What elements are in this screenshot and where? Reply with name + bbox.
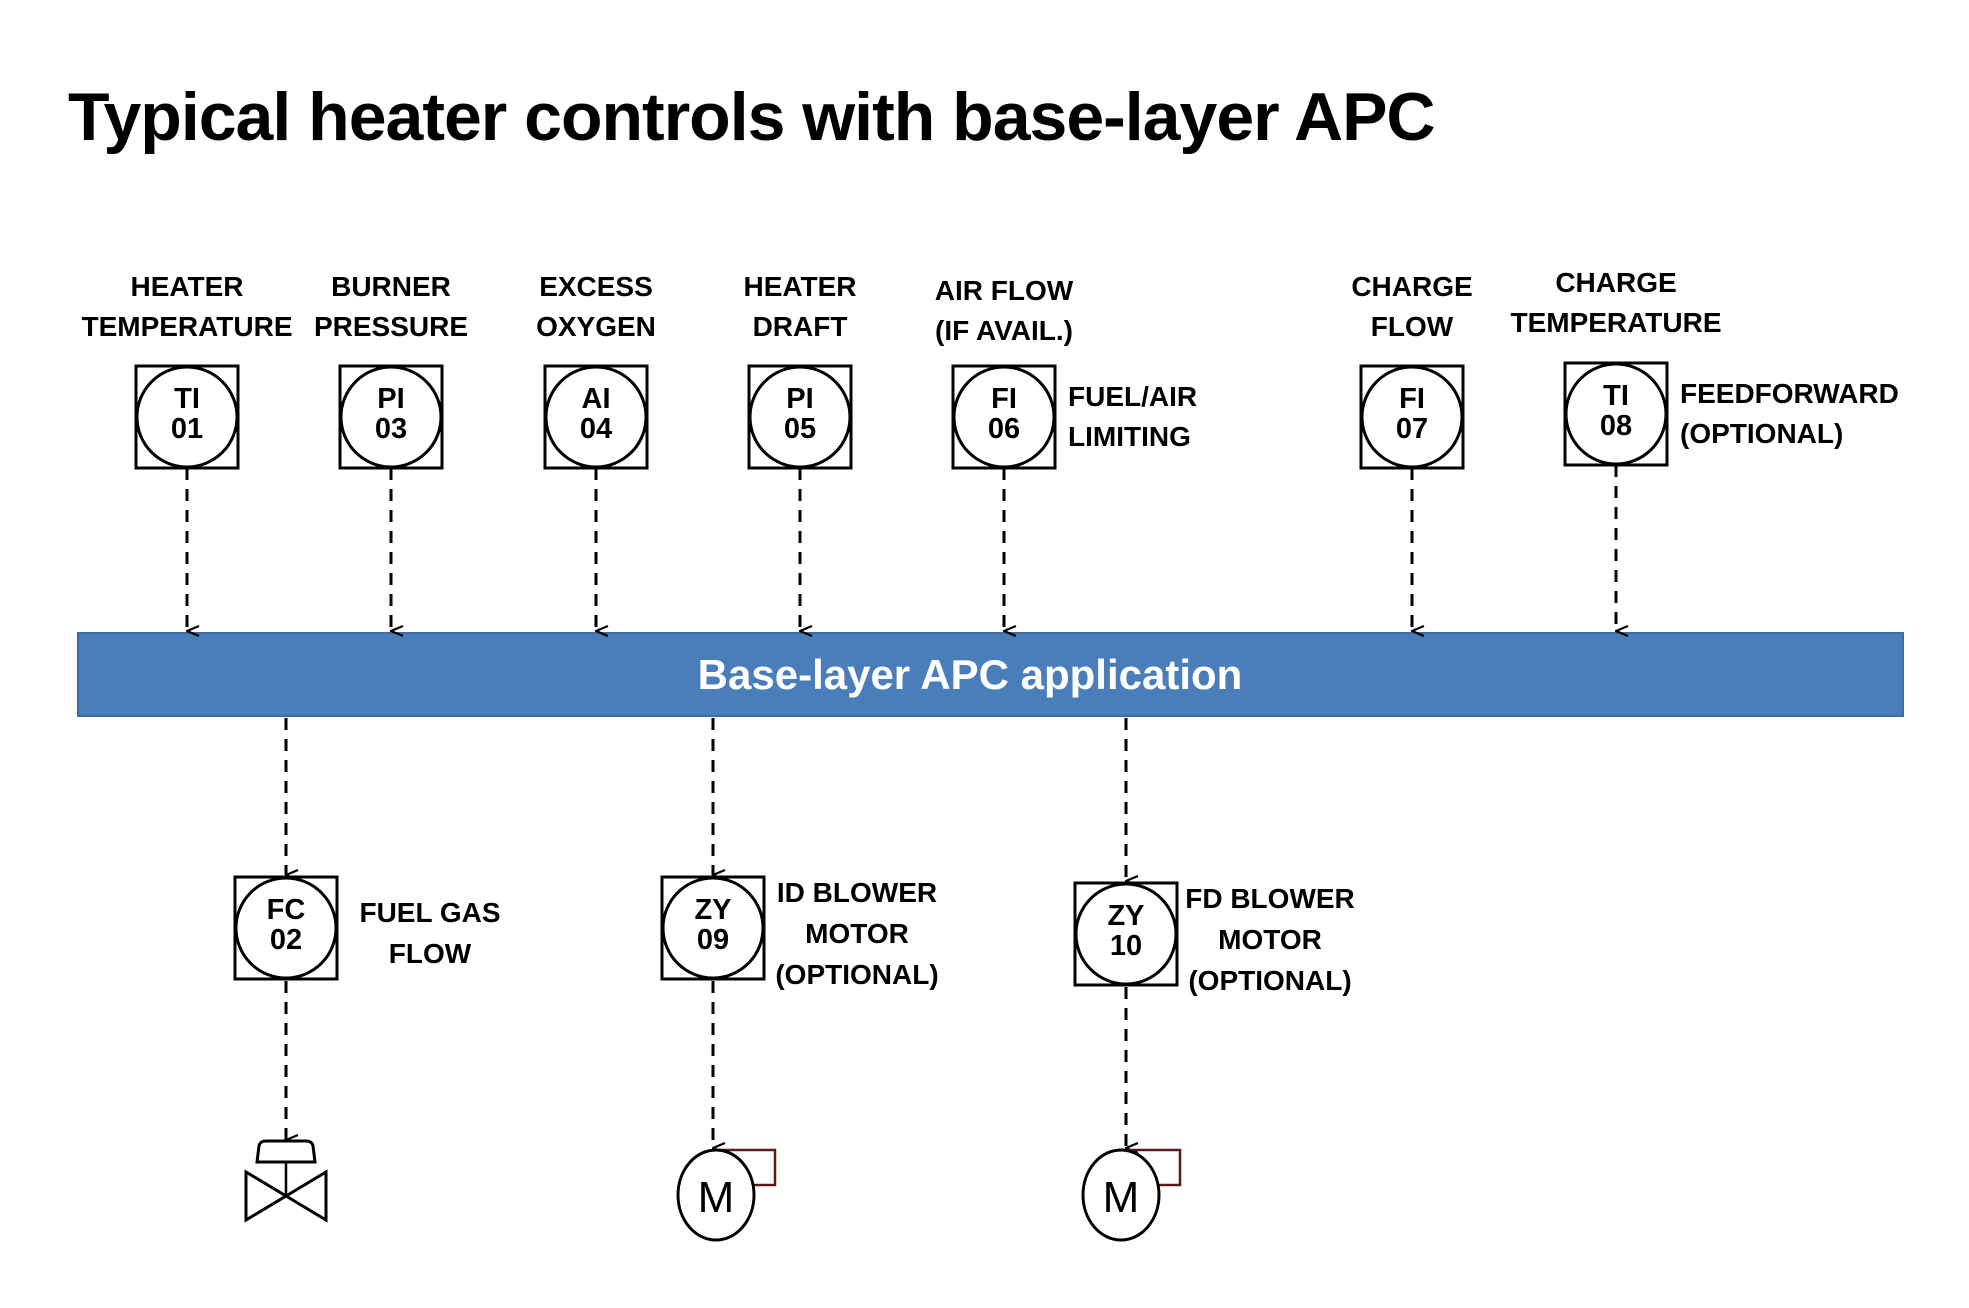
instrument-tag-number: 07 [1396, 413, 1428, 445]
instrument-side-label-line: (OPTIONAL) [775, 959, 938, 990]
instrument-label-line: TEMPERATURE [81, 311, 292, 342]
motor-bracket [1121, 1148, 1182, 1187]
page-title: Typical heater controls with base-layer … [68, 79, 1436, 155]
instrument-bubble [135, 365, 239, 469]
instrument-side-label-line: MOTOR [1218, 924, 1322, 955]
instrument-label-line: CHARGE [1351, 271, 1472, 302]
motor-icon: M [676, 1148, 777, 1242]
instrument-tag-number: 01 [171, 413, 203, 445]
motor-icon: M [1081, 1148, 1182, 1242]
instrument-tag-letters: TI [1603, 380, 1629, 412]
motor-label: M [1103, 1173, 1140, 1222]
instrument-bubble [661, 876, 765, 980]
apc-application-label: Base-layer APC application [698, 651, 1243, 698]
instrument-side-label-line: FLOW [389, 938, 472, 969]
instrument-side-label-line: FUEL/AIR [1068, 381, 1197, 412]
instrument-tag-letters: FC [267, 894, 306, 926]
instrument-label-line: TEMPERATURE [1510, 307, 1721, 338]
instrument-bubble [1564, 362, 1668, 466]
valve-body [244, 1169, 328, 1223]
instrument-bubble [1074, 882, 1178, 986]
instrument-label-line: PRESSURE [314, 311, 468, 342]
instrument-side-label-line: (OPTIONAL) [1188, 965, 1351, 996]
instrument-tag-letters: ZY [1107, 900, 1144, 932]
instrument-side-label-line: FUEL GAS [359, 897, 500, 928]
instrument-tag-letters: AI [582, 383, 611, 415]
instrument-side-label-line: FD BLOWER [1185, 883, 1355, 914]
instrument-label-line: EXCESS [539, 271, 653, 302]
instrument-side-label-line: MOTOR [805, 918, 909, 949]
instrument-bubble [544, 365, 648, 469]
motor-label: M [698, 1173, 735, 1222]
instrument-tag-number: 02 [270, 924, 302, 956]
instrument-tag-number: 08 [1600, 410, 1632, 442]
instrument-label-line: OXYGEN [536, 311, 656, 342]
instrument-tag-letters: ZY [694, 894, 731, 926]
control-valve-icon [244, 1139, 328, 1223]
instrument-label-line: AIR FLOW [935, 275, 1074, 306]
instrument-box [1563, 361, 1669, 467]
instrument-bubble [234, 876, 338, 980]
input-instruments: HEATERTEMPERATURETI01BURNERPRESSUREPI03E… [81, 267, 1899, 631]
instrument-tag-letters: PI [377, 383, 404, 415]
instrument-side-label-line: FEEDFORWARD [1680, 378, 1899, 409]
instrument-tag-number: 06 [988, 413, 1020, 445]
motor-circle [676, 1148, 756, 1242]
instrument-label-line: HEATER [743, 271, 856, 302]
instrument-tag-number: 05 [784, 413, 816, 445]
instrument-tag-letters: FI [991, 383, 1017, 415]
motor-bracket [716, 1148, 777, 1187]
instrument-label-line: FLOW [1371, 311, 1454, 342]
instrument-tag-number: 03 [375, 413, 407, 445]
instrument-box [1073, 881, 1179, 987]
apc-application-bar [77, 632, 1904, 717]
instrument-label-line: (IF AVAIL.) [935, 315, 1073, 346]
instrument-tag-letters: TI [174, 383, 200, 415]
instrument-bubble [748, 365, 852, 469]
instrument-tag-letters: PI [786, 383, 813, 415]
instrument-side-label-line: ID BLOWER [777, 877, 937, 908]
instrument-side-label-line: (OPTIONAL) [1680, 418, 1843, 449]
instrument-label-line: DRAFT [753, 311, 848, 342]
instrument-tag-letters: FI [1399, 383, 1425, 415]
instrument-tag-number: 10 [1110, 930, 1142, 962]
instrument-side-label-line: LIMITING [1068, 421, 1191, 452]
instrument-tag-number: 04 [580, 413, 612, 445]
instrument-label-line: BURNER [331, 271, 451, 302]
motor-circle [1081, 1148, 1161, 1242]
instrument-bubble [1360, 365, 1464, 469]
valve-actuator [255, 1139, 317, 1164]
instrument-bubble [339, 365, 443, 469]
instrument-label-line: HEATER [130, 271, 243, 302]
instrument-tag-number: 09 [697, 924, 729, 956]
instrument-label-line: CHARGE [1555, 267, 1676, 298]
instrument-bubble [952, 365, 1056, 469]
